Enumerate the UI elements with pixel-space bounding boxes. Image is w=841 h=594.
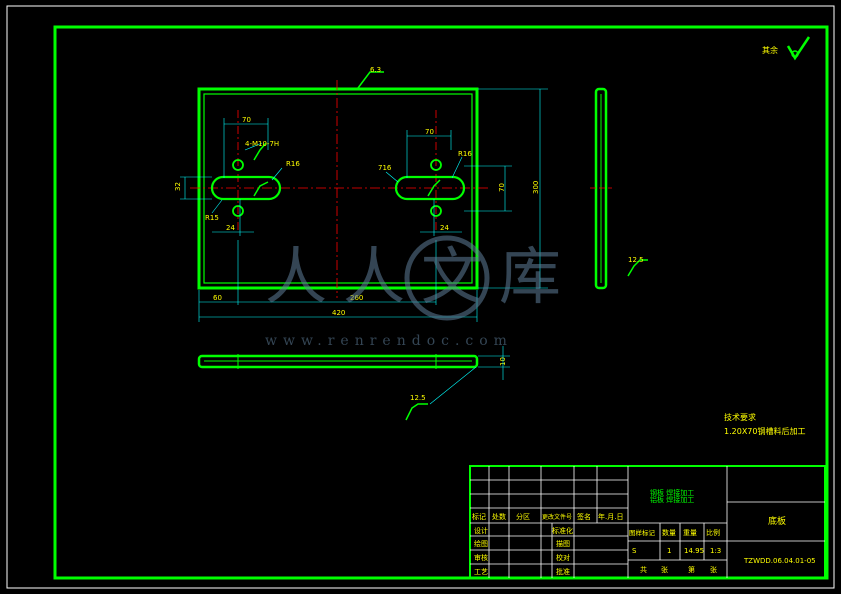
tb-row-draw: 绘图 bbox=[474, 539, 488, 548]
dim-slot-left: 24 bbox=[226, 224, 235, 232]
title-block bbox=[469, 465, 826, 579]
watermark-url: www.renrendoc.com bbox=[265, 333, 513, 349]
sheet-outer-border bbox=[6, 5, 835, 589]
tb-scale-label: 比例 bbox=[706, 528, 720, 537]
tb-scale: 1:3 bbox=[710, 547, 721, 555]
watermark: 人人文库 www.renrendoc.com bbox=[265, 235, 577, 349]
tb-weight: 14.95 bbox=[684, 547, 704, 555]
tb-hdr-date: 年.月.日 bbox=[598, 512, 623, 521]
tb-row-design: 设计 bbox=[474, 526, 488, 535]
tb-hdr-zone: 分区 bbox=[516, 512, 530, 521]
plate-front-view bbox=[190, 80, 490, 298]
dim-r15-left: R15 bbox=[205, 214, 219, 222]
dim-span: 260 bbox=[350, 294, 363, 302]
tb-sheets-2: 张 bbox=[661, 565, 668, 574]
tb-row-check: 审核 bbox=[474, 553, 488, 562]
tb-drawing-no: TZWDD.06.04.01-05 bbox=[743, 557, 816, 565]
tb-stage-label: 图样标记 bbox=[629, 528, 656, 537]
roughness-circle-icon bbox=[791, 50, 799, 58]
sheet-frame bbox=[53, 25, 829, 580]
watermark-text: 人人文库 bbox=[265, 240, 577, 313]
dim-slot-right: 24 bbox=[440, 224, 449, 232]
tb-row-standardize: 标准化 bbox=[552, 526, 573, 535]
tb-company-2: 铝板 焊接加工 bbox=[650, 495, 694, 504]
dim-left-spacing: 70 bbox=[242, 116, 251, 124]
plate-side-view bbox=[590, 87, 612, 290]
tb-sheet-2: 张 bbox=[710, 565, 717, 574]
tb-row-check2: 校对 bbox=[556, 553, 570, 562]
tb-company: 钢板 焊接加工 bbox=[650, 488, 694, 497]
dim-left-height: 32 bbox=[174, 182, 182, 191]
tb-stage: S bbox=[632, 547, 637, 555]
dim-right-height: 70 bbox=[498, 183, 506, 192]
notes-line-1: 1.20X70钢槽料后加工 bbox=[724, 426, 805, 436]
tb-part-name: 底板 bbox=[768, 515, 786, 527]
tb-qty-label: 数量 bbox=[662, 528, 676, 537]
roughness-check-icon bbox=[786, 36, 811, 61]
plate-bottom-view bbox=[197, 346, 510, 405]
tb-qty: 1 bbox=[667, 547, 671, 555]
dim-bottom-roughness: 12.5 bbox=[410, 394, 426, 402]
tb-row-draw2: 描图 bbox=[556, 539, 570, 548]
dim-side-roughness: 12.5 bbox=[628, 256, 644, 264]
tb-weight-label: 重量 bbox=[683, 529, 697, 537]
dim-r16-right: R16 bbox=[458, 150, 472, 158]
right-slot bbox=[394, 175, 466, 201]
roughness-symbols bbox=[253, 71, 648, 421]
dim-r16-left: R16 bbox=[286, 160, 300, 168]
dim-right-spacing: 70 bbox=[425, 128, 434, 136]
dim-r16-inner: 716 bbox=[378, 164, 392, 172]
dim-top-roughness: 6.3 bbox=[370, 66, 381, 74]
dim-holes: 4-M10-7H bbox=[245, 140, 279, 148]
dim-left-offset: 60 bbox=[213, 294, 222, 302]
tb-hdr-count: 处数 bbox=[492, 512, 506, 521]
dim-width-total: 420 bbox=[332, 309, 345, 317]
watermark-logo-icon bbox=[404, 235, 490, 321]
tb-hdr-mark: 标记 bbox=[472, 512, 486, 521]
tb-hdr-sign: 签名 bbox=[577, 512, 591, 521]
notes-title: 技术要求 bbox=[724, 412, 756, 422]
tb-hdr-change: 更改文件号 bbox=[542, 513, 572, 521]
roughness-note: 其余 bbox=[762, 45, 778, 55]
tb-sheet: 第 bbox=[688, 565, 695, 574]
tb-row-process: 工艺 bbox=[474, 568, 488, 576]
tb-sheets: 共 bbox=[640, 565, 647, 574]
tb-row-approve: 批准 bbox=[556, 567, 570, 576]
left-slot bbox=[210, 175, 282, 201]
dim-height-total: 300 bbox=[532, 181, 540, 194]
